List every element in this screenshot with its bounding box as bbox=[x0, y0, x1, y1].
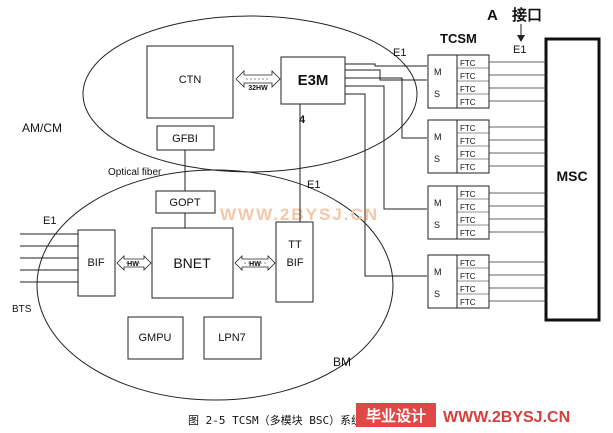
interface-arrow-head bbox=[517, 35, 525, 42]
tcsm-unit: M S FTC FTC FTC FTC bbox=[427, 185, 546, 240]
hw-right-arrow bbox=[234, 255, 276, 271]
hw-right-label: HW bbox=[249, 261, 261, 268]
tcsm-s-label: S bbox=[434, 89, 440, 99]
site-logo: 毕业设计 WWW.2BYSJ.CN bbox=[356, 403, 570, 427]
optical-fiber-label: Optical fiber bbox=[108, 167, 162, 178]
ftc-label: FTC bbox=[460, 72, 476, 81]
tcsm-s-label: S bbox=[434, 220, 440, 230]
e1-interface-label: E1 bbox=[513, 44, 526, 56]
tcsm-label: TCSM bbox=[440, 31, 477, 46]
ftc-label: FTC bbox=[460, 137, 476, 146]
bts-label: BTS bbox=[12, 304, 32, 315]
bnet-label: BNET bbox=[173, 255, 211, 271]
gopt-label: GOPT bbox=[169, 197, 200, 209]
ctn-block bbox=[146, 45, 234, 119]
tcsm-m-label: M bbox=[434, 198, 442, 208]
msc-block bbox=[544, 37, 601, 322]
ftc-label: FTC bbox=[460, 124, 476, 133]
am-cm-ellipse bbox=[82, 15, 418, 173]
ftc-label: FTC bbox=[460, 298, 476, 307]
ftc-label: FTC bbox=[460, 59, 476, 68]
e1-top-mid-label: E1 bbox=[393, 47, 406, 59]
logo-site-text: WWW.2BYSJ.CN bbox=[443, 409, 570, 426]
ftc-label: FTC bbox=[460, 98, 476, 107]
ttbif-label-bottom: BIF bbox=[286, 257, 303, 269]
ftc-label: FTC bbox=[460, 229, 476, 238]
tcsm-unit: M S FTC FTC FTC FTC bbox=[427, 254, 546, 309]
bm-ellipse bbox=[36, 169, 394, 401]
e1-left-label: E1 bbox=[43, 215, 56, 227]
ftc-label: FTC bbox=[460, 150, 476, 159]
lpn7-block bbox=[203, 316, 262, 360]
ftc-label: FTC bbox=[460, 285, 476, 294]
gfbi-label: GFBI bbox=[172, 133, 198, 145]
watermark-text: WWW.2BYSJ.CN bbox=[220, 205, 379, 224]
ftc-label: FTC bbox=[460, 163, 476, 172]
lpn7-label: LPN7 bbox=[218, 332, 246, 344]
hw-left-arrow bbox=[116, 255, 152, 271]
ttbif-block bbox=[275, 221, 314, 303]
e1-bm-label: E1 bbox=[307, 179, 320, 191]
ftc-label: FTC bbox=[460, 272, 476, 281]
e3m-label: E3M bbox=[298, 72, 329, 89]
tcsm-unit: M S FTC FTC FTC FTC bbox=[427, 54, 546, 109]
tcsm-m-label: M bbox=[434, 132, 442, 142]
bts-e1-lines bbox=[20, 233, 78, 283]
figure-caption: 图 2-5 TCSM（多模块 BSC）系统结构 bbox=[188, 413, 384, 427]
tcsm-unit: M S FTC FTC FTC FTC bbox=[427, 119, 546, 174]
tcsm-m-label: M bbox=[434, 267, 442, 277]
ftc-label: FTC bbox=[460, 203, 476, 212]
ftc-label: FTC bbox=[460, 190, 476, 199]
ftc-label: FTC bbox=[460, 216, 476, 225]
interface-letter: A bbox=[487, 7, 498, 24]
ftc-label: FTC bbox=[460, 259, 476, 268]
e3m-tcsm-links bbox=[345, 63, 427, 277]
e3m-block bbox=[280, 56, 346, 105]
tcsm-m-label: M bbox=[434, 67, 442, 77]
bm-label: BM bbox=[333, 355, 351, 369]
gmpu-label: GMPU bbox=[139, 332, 172, 344]
am-cm-label: AM/CM bbox=[22, 121, 62, 135]
interface-label: 接口 bbox=[512, 6, 542, 24]
ttbif-label-top: TT bbox=[288, 239, 302, 251]
hw-left-label: HW bbox=[127, 261, 139, 268]
hw32-arrow bbox=[235, 70, 281, 88]
bif-block bbox=[77, 229, 116, 297]
tcsm-s-label: S bbox=[434, 289, 440, 299]
ctn-label: CTN bbox=[179, 74, 202, 86]
tcsm-s-label: S bbox=[434, 154, 440, 164]
bnet-block bbox=[151, 227, 234, 299]
gfbi-block bbox=[156, 125, 215, 151]
msc-label: MSC bbox=[556, 168, 587, 184]
ftc-label: FTC bbox=[460, 85, 476, 94]
bif-label: BIF bbox=[87, 257, 104, 269]
count-4-label: 4 bbox=[299, 114, 306, 126]
gmpu-block bbox=[127, 316, 184, 360]
logo-text: 毕业设计 bbox=[366, 407, 426, 425]
hw32-label: 32HW bbox=[248, 85, 268, 92]
